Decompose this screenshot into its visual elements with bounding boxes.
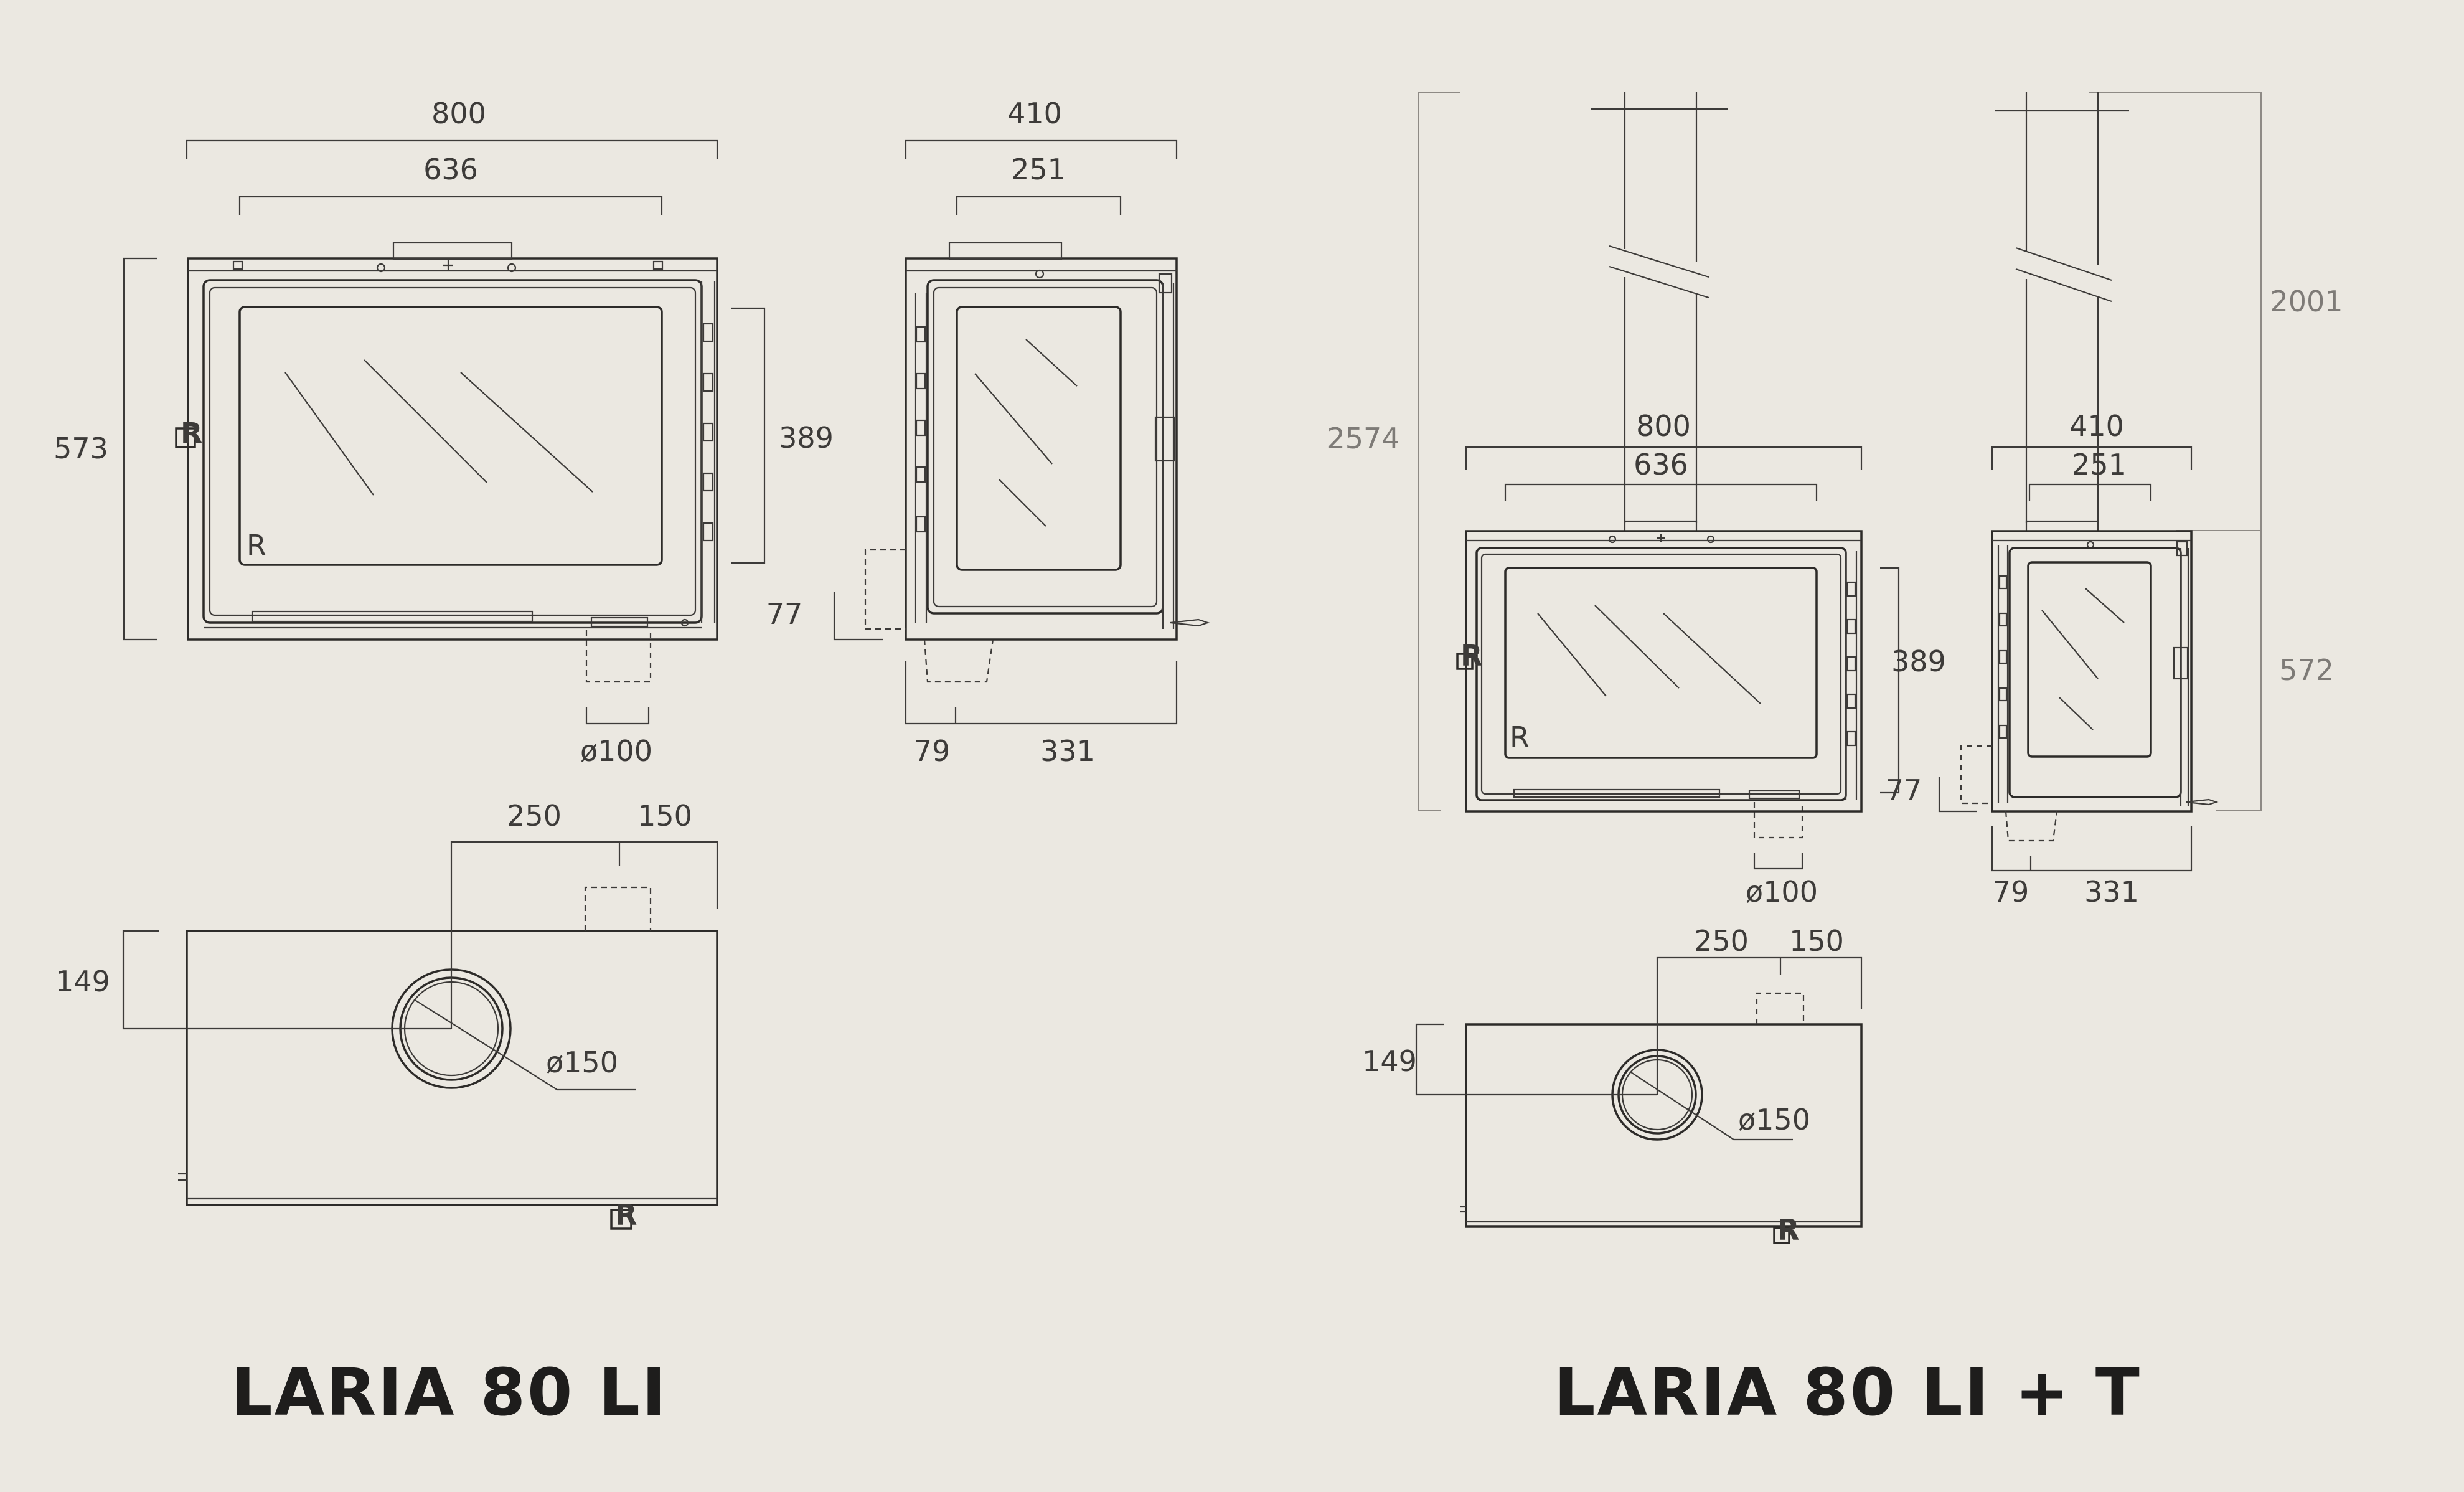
left-side-offset: 79 <box>914 734 951 768</box>
left-front-height-glass: 389 <box>779 421 834 455</box>
right-front-width-inner: 636 <box>1634 448 1688 481</box>
right-side-offset: 79 <box>1993 875 2029 909</box>
left-side-depth-outer: 410 <box>1007 97 1062 130</box>
right-model-title: LARIA 80 LI + T <box>1554 1354 2142 1430</box>
left-front-width-inner: 636 <box>423 153 478 186</box>
svg-text:R: R <box>615 1198 637 1232</box>
svg-text:R: R <box>247 529 266 562</box>
right-front-flue-diameter: ø100 <box>1746 875 1818 909</box>
right-side-depth-rear: 331 <box>2084 875 2139 909</box>
right-chimney-height: 2001 <box>2270 285 2343 318</box>
left-front-width-outer: 800 <box>431 97 486 130</box>
left-side-air-height: 77 <box>766 597 803 631</box>
right-total-height: 2574 <box>1327 422 1399 455</box>
right-side-air-height: 77 <box>1886 773 1922 807</box>
left-side-depth-inner: 251 <box>1011 153 1066 186</box>
right-front-width-outer: 800 <box>1636 409 1691 443</box>
left-model-title: LARIA 80 LI <box>231 1354 667 1430</box>
left-front-height-total: 573 <box>54 432 108 465</box>
svg-text:R: R <box>1777 1213 1799 1247</box>
left-side-depth-rear: 331 <box>1040 734 1095 768</box>
right-side-view <box>1938 92 2219 872</box>
right-top-flue-y: 149 <box>1362 1044 1417 1078</box>
left-side-view <box>833 139 1210 725</box>
left-front-flue-diameter: ø100 <box>580 734 652 768</box>
right-top-flue-x: 250 <box>1694 924 1749 958</box>
right-top-view: R <box>1415 956 1863 1247</box>
left-top-flue-y: 149 <box>55 965 110 998</box>
left-top-flue-diameter: ø150 <box>546 1046 618 1079</box>
left-top-view: R <box>122 841 718 1232</box>
right-side-height: 572 <box>2279 653 2334 687</box>
right-front-view: R R <box>1456 92 1900 870</box>
svg-text:R: R <box>1510 720 1530 754</box>
svg-text:R: R <box>181 417 202 450</box>
left-top-flue-x: 250 <box>507 799 562 833</box>
right-side-depth-inner: 251 <box>2072 448 2127 481</box>
right-overall-dimensions <box>1418 92 2262 811</box>
svg-text:R: R <box>1460 639 1482 673</box>
right-top-inlet-x: 150 <box>1789 924 1844 958</box>
right-top-flue-diameter: ø150 <box>1738 1103 1810 1136</box>
right-front-height-glass: 389 <box>1891 644 1946 678</box>
right-side-depth-outer: 410 <box>2069 409 2124 443</box>
left-top-inlet-x: 150 <box>637 799 692 833</box>
left-front-view: R R <box>123 139 766 725</box>
